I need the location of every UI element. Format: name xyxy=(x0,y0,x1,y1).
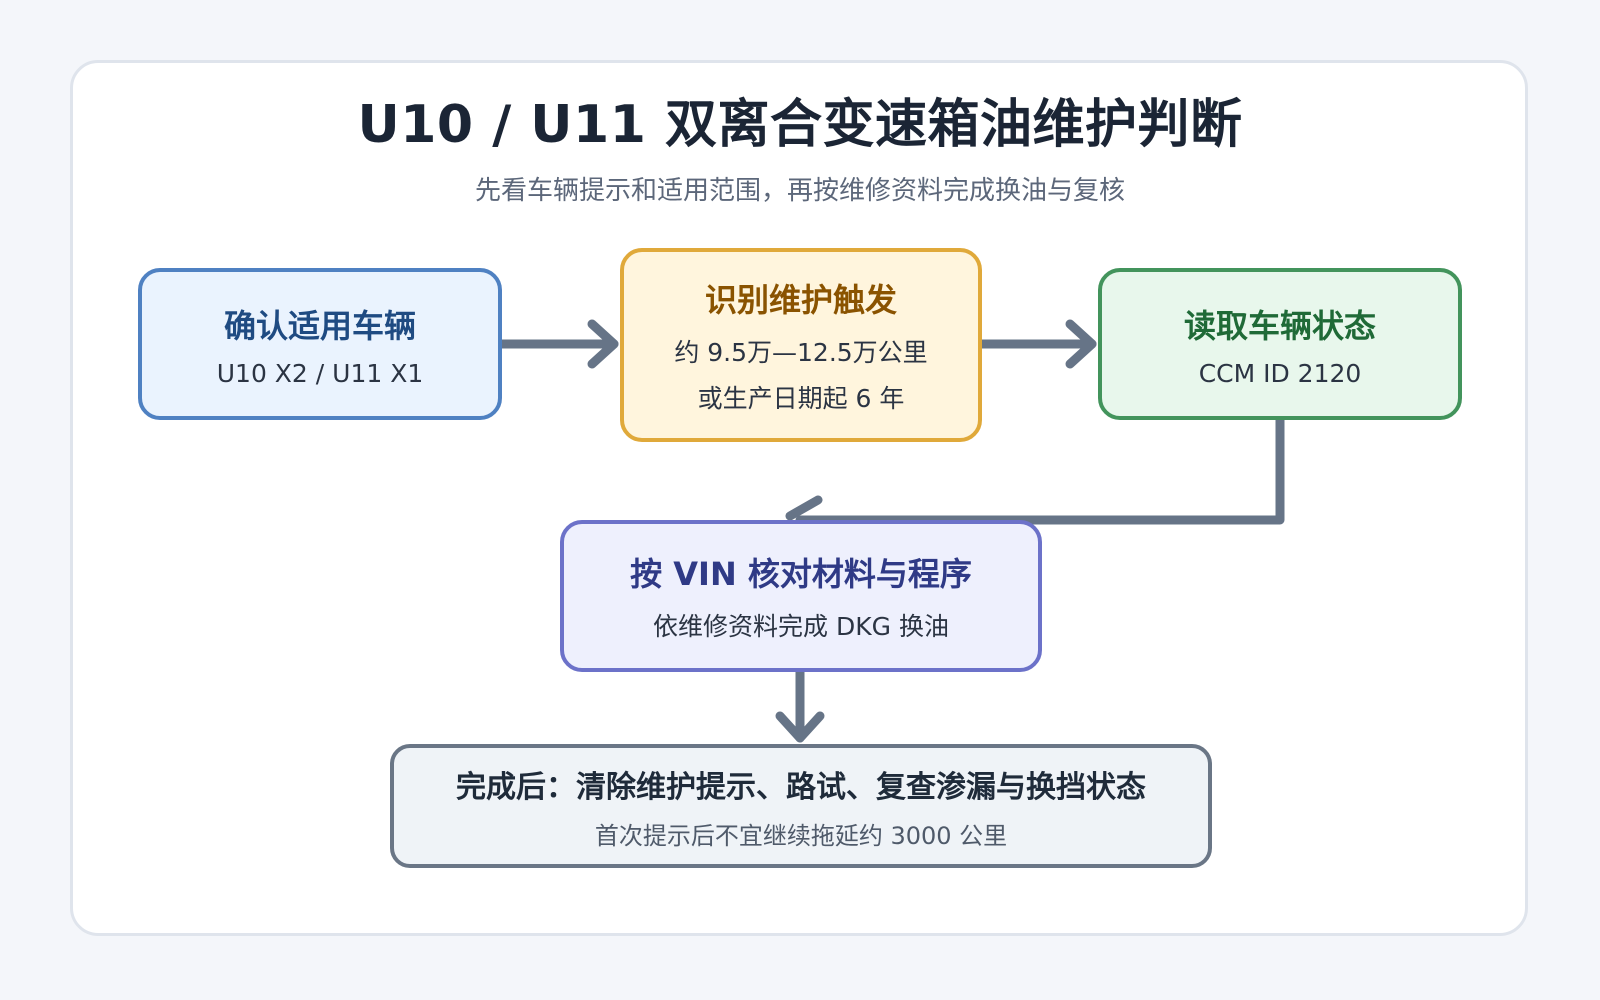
node-identify-trigger-line-2: 或生产日期起 6 年 xyxy=(697,384,905,413)
arrowhead-trigger-to-status xyxy=(1065,319,1097,369)
node-identify-trigger: 识别维护触发 约 9.5万—12.5万公里 或生产日期起 6 年 xyxy=(620,248,982,442)
node-identify-trigger-title: 识别维护触发 xyxy=(704,281,897,319)
node-read-status: 读取车辆状态 CCM ID 2120 xyxy=(1098,268,1462,420)
arrowhead-vin-to-after xyxy=(775,711,825,743)
diagram-title: U10 / U11 双离合变速箱油维护判断 xyxy=(357,95,1243,155)
node-check-by-vin-line-1: 依维修资料完成 DKG 换油 xyxy=(653,612,949,641)
node-read-status-title: 读取车辆状态 xyxy=(1183,306,1376,345)
diagram-subtitle: 先看车辆提示和适用范围，再按维修资料完成换油与复核 xyxy=(474,176,1125,206)
node-after-completion-title: 完成后：清除维护提示、路试、复查渗漏与换挡状态 xyxy=(456,769,1146,805)
arrowhead-status-to-vin xyxy=(785,495,823,521)
arrowhead-confirm-to-trigger xyxy=(587,319,619,369)
node-confirm-vehicle: 确认适用车辆 U10 X2 / U11 X1 xyxy=(138,268,502,420)
node-check-by-vin: 按 VIN 核对材料与程序 依维修资料完成 DKG 换油 xyxy=(560,520,1042,672)
node-confirm-vehicle-title: 确认适用车辆 xyxy=(223,306,416,345)
node-after-completion-line-1: 首次提示后不宜继续拖延约 3000 公里 xyxy=(594,821,1008,850)
node-check-by-vin-title: 按 VIN 核对材料与程序 xyxy=(630,555,972,593)
node-confirm-vehicle-line-1: U10 X2 / U11 X1 xyxy=(216,358,424,388)
node-after-completion: 完成后：清除维护提示、路试、复查渗漏与换挡状态 首次提示后不宜继续拖延约 300… xyxy=(390,744,1212,868)
node-read-status-line-1: CCM ID 2120 xyxy=(1198,358,1362,388)
node-identify-trigger-line-1: 约 9.5万—12.5万公里 xyxy=(674,338,928,367)
